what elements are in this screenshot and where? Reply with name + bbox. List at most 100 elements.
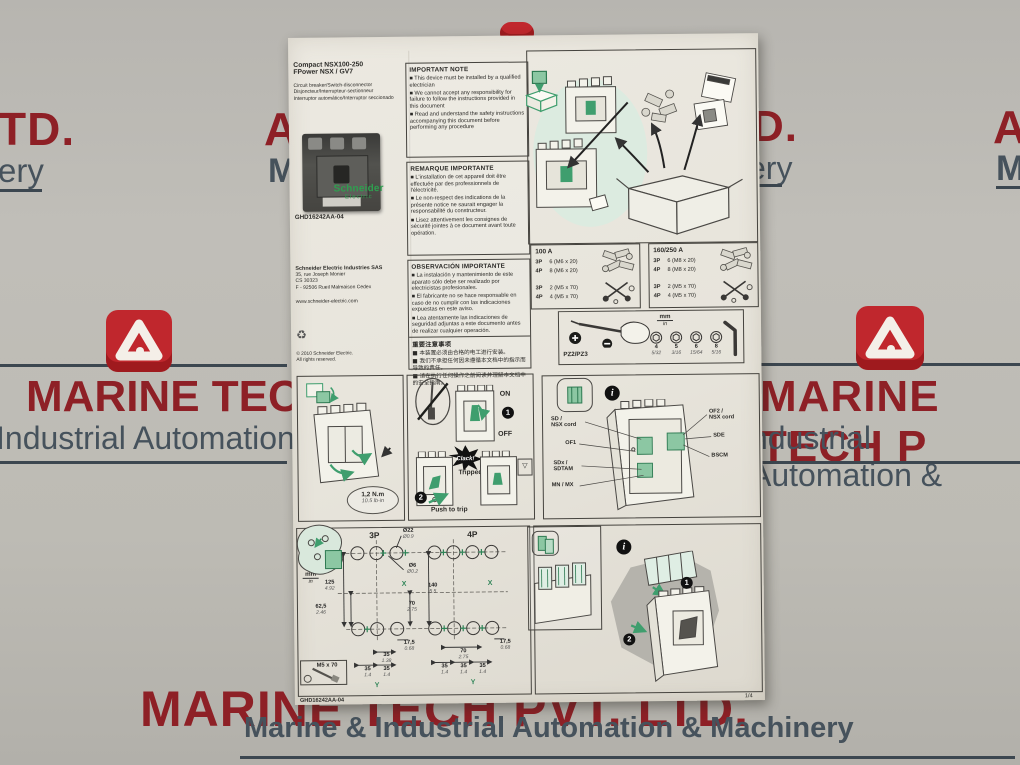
hex-in: 15/64 [690,349,703,356]
terminal-screw [330,137,345,150]
step-2-badge: 2 [414,491,427,504]
bolt-tool-icon [602,281,635,305]
note-title-es: OBSERVACIÓN IMPORTANTE [411,262,506,271]
unit-in: in [662,321,668,328]
note-divider [409,335,531,339]
accessory-cube-icon [306,383,339,404]
page-number: 1/4 [744,693,753,700]
instruction-sheet: Compact NSX100-250 FPower NSX / GV7 Circ… [288,33,765,705]
y-axis-marker: Y [470,679,476,687]
accessories-panel: i SD / NSX cord OF1 SDx / SDTAM MN [541,373,762,520]
hw-row-spec: 2 (M5 x 70) [667,283,696,291]
torque-panel: 1,2 N.m 10.5 lb-in [296,374,406,522]
x-axis-marker: X [401,580,407,588]
hardware-table-160-250a: 160/250 A 3P 6 (M8 x 20) 4P 8 (M8 x 20) … [648,242,759,309]
clack-starburst: Clack! [448,445,483,472]
hw-row: 3P [653,284,661,291]
hw-row: 3P [535,285,543,292]
accessory-icon-frame [556,377,593,413]
clack-label: Clack! [456,456,474,462]
no-tools-icon [415,377,451,426]
acc-label-line: SDTAM [553,466,574,473]
watermark-fragment-tr: D. [752,102,798,151]
schneider-electric-word: Electric [344,194,373,201]
hw-row: 4P [535,294,543,301]
watermark-fragment-tr4: M [996,149,1020,188]
terminal-screw [352,137,367,150]
pz-label: PZ2/PZ3 [563,350,588,359]
hardware-table-100a: 100 A 3P 6 (M6 x 20) 4P 8 (M6 x 20) 3P 2… [530,243,641,310]
note-bullet: ■ Lisez attentivement les consignes de s… [410,216,516,237]
note-title-en: IMPORTANT NOTE [409,66,469,74]
allen-key-icon [723,320,738,357]
unboxing-diagram [533,72,743,235]
breaker-accessory-diagram [313,402,393,484]
hex-size-item: 8 5/16 [707,330,725,356]
step-2-badge: 2 [623,633,636,646]
acc-label-line: NSX cord [708,414,735,421]
screws-icon [602,248,635,273]
drill-3p-label: 3P [369,530,380,541]
watermark-subline-left: Industrial Automation & I [0,420,343,456]
hw-row-spec: 8 (M8 x 20) [667,266,696,274]
hw-row-spec: 6 (M8 x 20) [667,257,696,265]
website: www.schneider-electric.com [295,298,358,305]
document-ref: GHD16242AA-04 [294,213,344,221]
mounting-panel: i 1 2 [527,523,763,695]
mounting-diagram [610,550,720,683]
address-block: Schneider Electric Industries SAS 35, ru… [295,265,405,305]
hw-row-spec: 8 (M6 x 20) [549,267,578,275]
x-axis-marker: X [487,579,493,587]
green-cube-icon [567,386,583,404]
marine-tech-logo [106,310,172,372]
tools-panel: PZ2/PZ3 mm in 4 5/32 5 3/16 6 15/64 8 5/… [557,309,745,366]
address-line: F - 92506 Rueil Malmaison Cedex [295,283,372,291]
hw-header-100a: 100 A [535,248,553,256]
hex-size-item: 6 15/64 [687,331,705,356]
product-info-panel: Compact NSX100-250 FPower NSX / GV7 Circ… [293,61,403,102]
product-subtitle: FPower NSX / GV7 [293,68,354,76]
note-title-zh: 重要注意事项 [412,341,452,350]
hex-size-item: 4 5/32 [647,331,665,356]
drill-diagram [300,535,508,686]
drill-plate-icon [296,524,344,575]
note-bullet: ■ 本装置必须由合格的电工进行安装。 [412,350,509,358]
hw-row: 4P [653,267,661,274]
acc-label-sde: SDE [713,432,725,439]
breaker-toggle [333,165,350,184]
note-bullet: ■ Lea atentamente las indicaciones de se… [411,314,521,335]
units-label: mm in [656,312,673,328]
schneider-wordmark: Schneider [333,183,384,195]
note-bullet: ■ El fabricante no se hace responsable e… [411,292,517,314]
watermark-rule [750,461,1020,464]
note-bullet: ■ We cannot accept any responsibility fo… [409,89,516,110]
note-bullet: ■ Read and understand the safety instruc… [409,110,525,131]
note-bullet: ■ L'installation de cet appareil doit êt… [410,173,507,194]
acc-label-of2: OF2 / NSX cord [709,408,734,421]
y-axis-marker: Y [374,682,380,690]
logo-a-glyph [865,316,915,359]
acc-label-of1: OF1 [565,440,577,447]
unit-mm: mm [656,312,673,322]
acc-label-sd: SD / NSX cord [551,416,576,429]
hex-in: 3/16 [671,349,682,357]
hw-row-spec: 4 (M5 x 70) [667,292,697,300]
hex-size-item: 5 3/16 [667,331,685,356]
push-to-trip-label: Push to trip [430,506,468,514]
breaker-face-on-off [455,384,495,442]
off-label: OFF [498,430,513,438]
on-label: ON [499,390,511,398]
hw-row: 4P [535,268,543,275]
unboxing-panel [524,48,759,245]
watermark-underline [0,189,42,192]
important-note-box: IMPORTANT NOTE ■ This device must be ins… [405,61,530,158]
acc-label-sdx: SDx / SDTAM [553,460,573,472]
watermark-rule [0,461,287,464]
